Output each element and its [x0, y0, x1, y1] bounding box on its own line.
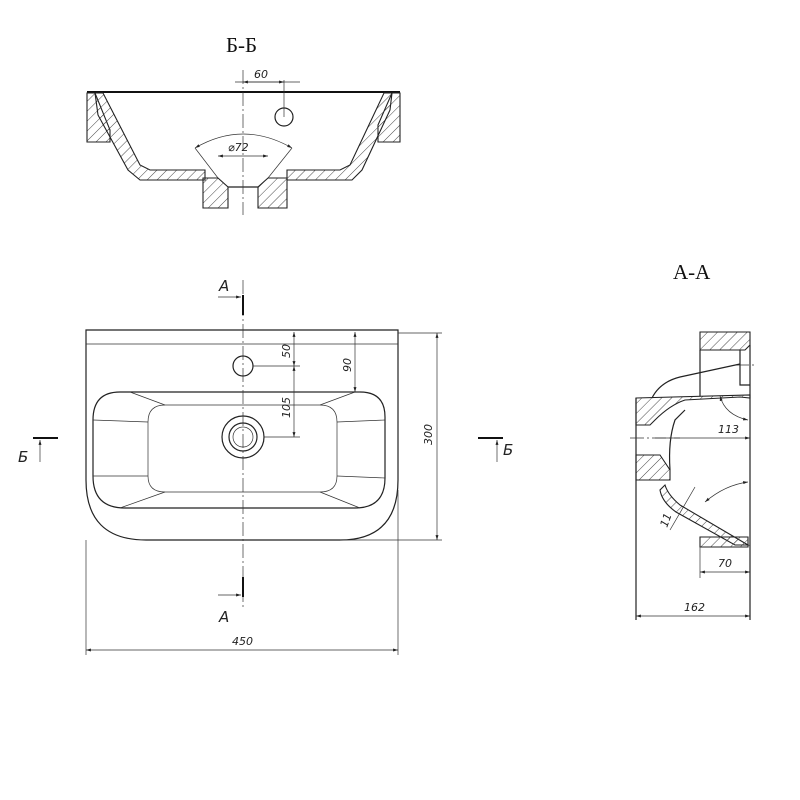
dim-105: 105: [280, 397, 293, 418]
dim-90: 90: [341, 358, 354, 372]
dim-bb-60: 60: [254, 68, 268, 81]
dim-50: 50: [280, 344, 293, 358]
dim-11: 11: [658, 511, 675, 529]
dim-70: 70: [718, 557, 732, 570]
marker-a-bottom: А: [218, 608, 229, 626]
section-bb-title: Б-Б: [226, 33, 257, 57]
dim-300: 300: [422, 424, 435, 445]
marker-b-left: Б: [18, 448, 28, 466]
section-aa: А-А 113 11 70 162: [630, 260, 755, 620]
dim-bb-72: ⌀72: [228, 141, 249, 154]
marker-b-right: Б: [503, 441, 513, 459]
plan-view: А А Б Б 450 300 50 105 90: [18, 277, 513, 655]
section-bb: Б-Б 60 ⌀72: [86, 33, 401, 215]
dim-450: 450: [232, 635, 253, 648]
dim-162: 162: [684, 601, 705, 614]
dim-113: 113: [718, 423, 739, 436]
marker-a-top: А: [218, 277, 229, 295]
section-aa-title: А-А: [673, 260, 711, 284]
